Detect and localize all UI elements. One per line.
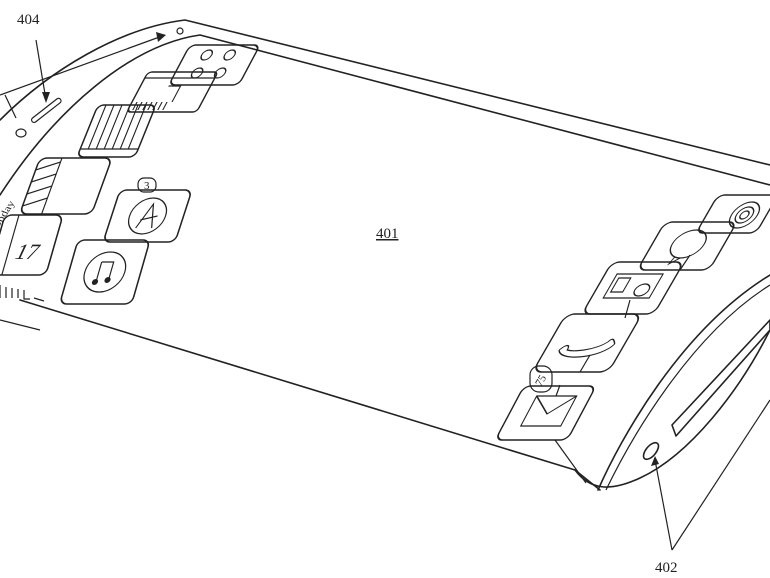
leader-402-arrow — [651, 456, 659, 466]
device-right-end-inner — [597, 274, 770, 491]
app-store-badge: 3 — [137, 177, 157, 193]
status-bar-fragment — [0, 285, 45, 302]
device-bottom-left — [0, 319, 41, 331]
leader-left — [0, 34, 166, 119]
leader-404 — [35, 39, 47, 101]
label-404: 404 — [17, 12, 40, 28]
mail-icon[interactable] — [495, 385, 596, 441]
mail-badge: 75 — [529, 365, 553, 393]
device-right-end-outer — [574, 329, 770, 488]
top-camera-dot — [176, 27, 184, 35]
side-slot — [671, 319, 770, 437]
app-store-badge-count: 3 — [144, 180, 150, 192]
settings-icon[interactable] — [696, 194, 770, 234]
app-store-icon[interactable] — [103, 189, 192, 243]
label-401: 401 — [376, 226, 399, 242]
calendar-date-label: 17 — [13, 239, 43, 264]
calculator-icon[interactable] — [169, 44, 260, 86]
messages-icon[interactable] — [637, 221, 737, 271]
leader-mail — [554, 439, 587, 484]
right-connector — [555, 254, 691, 397]
top-sensor — [15, 128, 27, 138]
leader-left-arrow — [156, 32, 166, 42]
music-icon[interactable] — [60, 239, 150, 305]
notes-icon[interactable] — [77, 104, 156, 158]
folder-icon[interactable] — [20, 157, 112, 215]
map-icon[interactable] — [127, 71, 218, 113]
side-hole — [642, 441, 660, 461]
top-speaker-slot — [30, 97, 62, 124]
calendar-day-label: Monday — [0, 199, 18, 238]
label-402: 402 — [655, 560, 678, 576]
device-right-end-inner2 — [605, 284, 770, 491]
calendar-icon[interactable]: Monday 17 — [0, 199, 68, 276]
leader-402 — [654, 399, 770, 551]
device-outer-edge — [0, 19, 770, 166]
device-screen-top-edge — [0, 34, 770, 196]
phone-icon[interactable] — [533, 313, 642, 373]
leader-404-arrow — [42, 92, 50, 103]
device-screen-bottom-edge — [19, 299, 576, 471]
